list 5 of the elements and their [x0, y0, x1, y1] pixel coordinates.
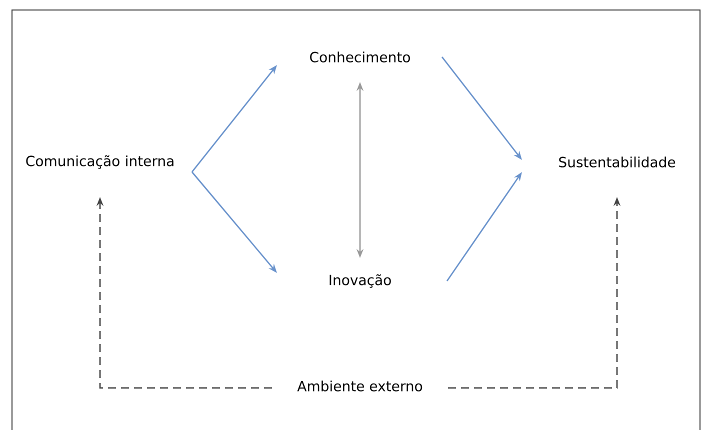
node-label: Conhecimento — [310, 52, 410, 62]
node-label: Comunicação interna — [26, 155, 174, 169]
node-label: Sustentabilidade — [559, 156, 676, 168]
node-label: Inovação — [330, 274, 391, 288]
node-label: Ambiente externo — [297, 380, 422, 392]
